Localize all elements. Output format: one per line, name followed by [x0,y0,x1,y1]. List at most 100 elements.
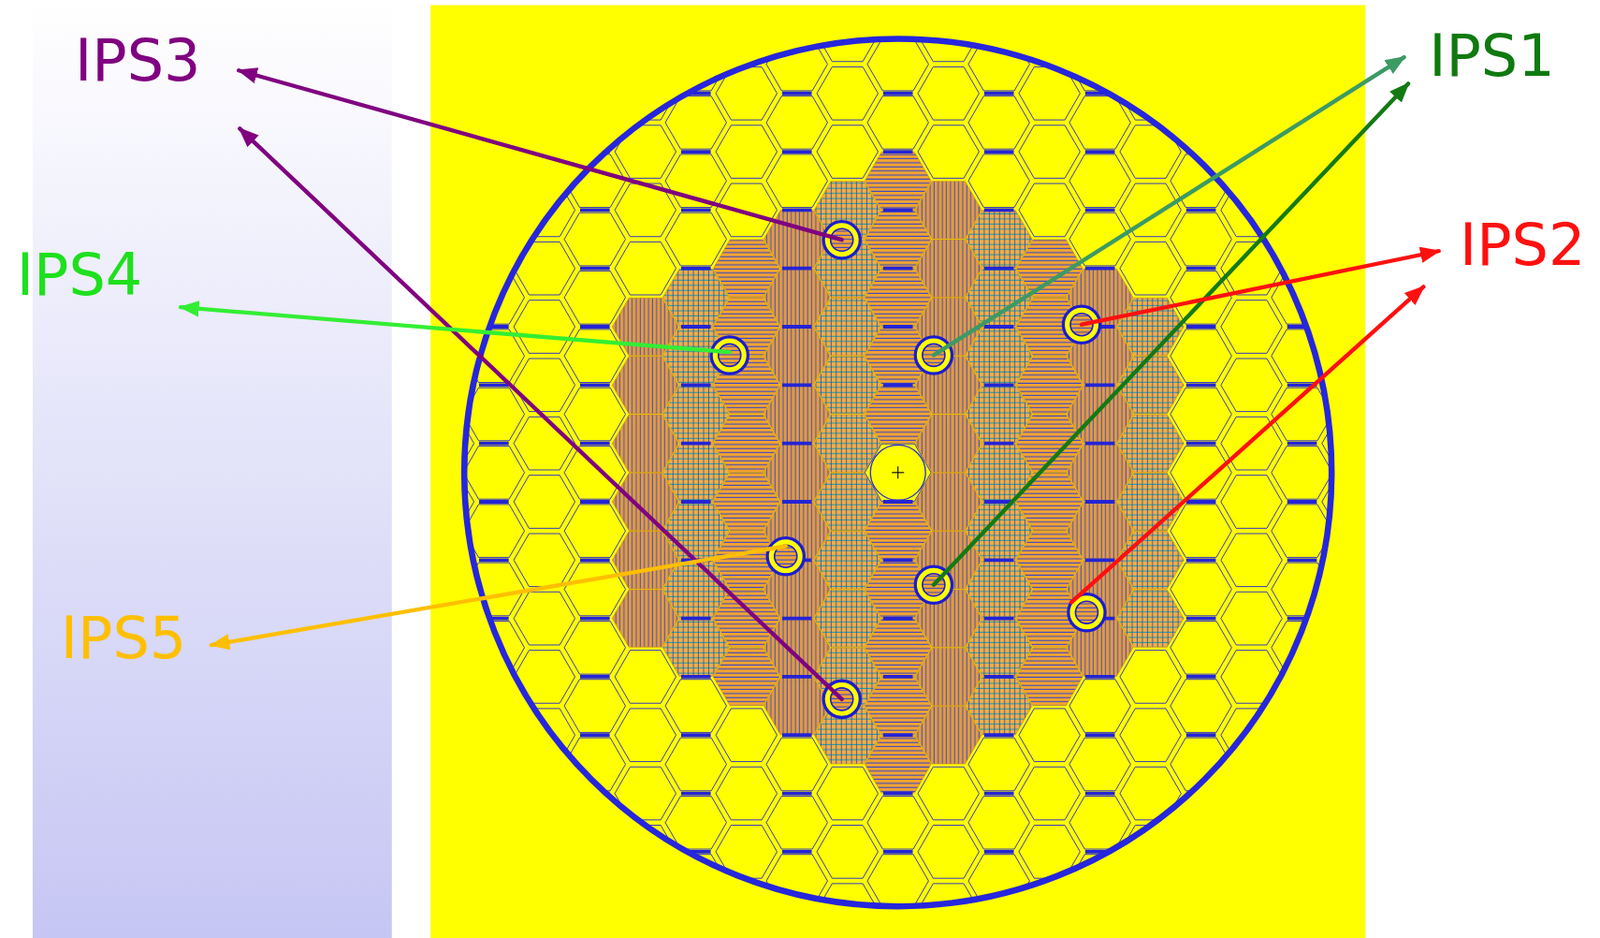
lattice-bar [580,324,611,329]
lattice-bar [681,674,712,679]
lattice-bar [782,791,813,796]
lattice-bar [782,149,813,154]
hex-cell [968,912,1030,938]
hex-cell [715,766,777,820]
lattice-bar [883,324,914,329]
lattice-bar [984,557,1015,562]
hex-cell [1170,620,1232,674]
lattice-bar [479,266,510,271]
lattice-bar [681,207,712,212]
lattice-bar [681,616,712,621]
hex-cell [513,591,575,645]
lattice-bar [1085,557,1116,562]
lattice-bar [681,324,712,329]
lattice-bar [984,207,1015,212]
lattice-bar [479,441,510,446]
lattice-bar [580,441,611,446]
lattice-bar [1186,91,1217,96]
hex-cell [1018,883,1080,937]
hex-cell [1322,591,1383,645]
hex-cell [1221,475,1282,529]
hex-cell [614,650,676,704]
lattice-bar [984,149,1015,154]
hex-cell [564,212,626,266]
lattice-bar [1085,674,1116,679]
lattice-bar [782,732,813,737]
lattice-bar [479,207,510,212]
hex-cell [1069,679,1131,733]
hex-cell [816,825,878,879]
lattice-bar [984,33,1015,38]
lattice-bar [681,732,712,737]
lattice-bar [580,557,611,562]
lattice-bar [984,91,1015,96]
hex-cell [564,387,626,441]
lattice-bar [1186,382,1217,387]
hex-cell [766,96,828,150]
hex-cell [1069,737,1131,791]
lattice-bar [782,674,813,679]
plot-ground [430,4,1366,938]
lattice-bar [1287,616,1318,621]
lattice-bar [883,557,914,562]
hex-cell [968,0,1030,33]
lattice-bar [479,499,510,504]
lattice-bar [580,616,611,621]
hex-cell [1069,154,1131,208]
lattice-bar [883,732,914,737]
hex-cell [968,795,1030,849]
hex-cell [917,883,979,937]
lattice-bar [1085,149,1116,154]
central-channel [870,444,926,500]
lattice-bar [1085,382,1116,387]
hex-cell [1018,766,1080,820]
lattice-bar [883,91,914,96]
lattice-bar [782,849,813,854]
hex-cell [1018,183,1080,237]
hex-cell [564,562,626,616]
lattice-bar [984,616,1015,621]
hex-cell [1170,679,1232,733]
hex-cell [513,300,575,354]
hex-cell [968,154,1030,208]
lattice-bar [479,557,510,562]
hex-cell [1120,241,1181,295]
hex-cell [867,37,929,91]
hex-cell [816,125,878,179]
hex-cell [564,270,626,324]
hex-cell [1271,679,1333,733]
lattice-bar [1085,791,1116,796]
lattice-bar [782,907,813,912]
hex-cell [665,737,727,791]
hex-cell [412,358,474,412]
hex-cell [1170,329,1232,383]
hex-cell [867,96,929,150]
hex-cell [917,125,979,179]
hex-cell [1221,766,1282,820]
lattice-bar [1186,557,1217,562]
hex-cell [1221,591,1282,645]
lattice-bar [1287,499,1318,504]
hex-cell [1117,589,1184,647]
lattice-bar [883,382,914,387]
lattice-bar [782,33,813,38]
callout-label: IPS4 [16,246,143,305]
hex-cell [513,766,575,820]
hex-cell [1170,212,1232,266]
lattice-bar [782,324,813,329]
lattice-bar [1186,324,1217,329]
hex-cell [513,358,575,412]
lattice-bar [1085,33,1116,38]
hex-cell [867,912,929,938]
lattice-bar [681,33,712,38]
hex-cell [463,212,524,266]
hex-cell [1322,358,1383,412]
lattice-bar [479,616,510,621]
hex-cell [1271,445,1333,499]
hex-cell [1170,504,1232,558]
lattice-bar [681,791,712,796]
hex-cell [1322,300,1383,354]
lattice-bar [580,266,611,271]
lattice-bar [1186,616,1217,621]
